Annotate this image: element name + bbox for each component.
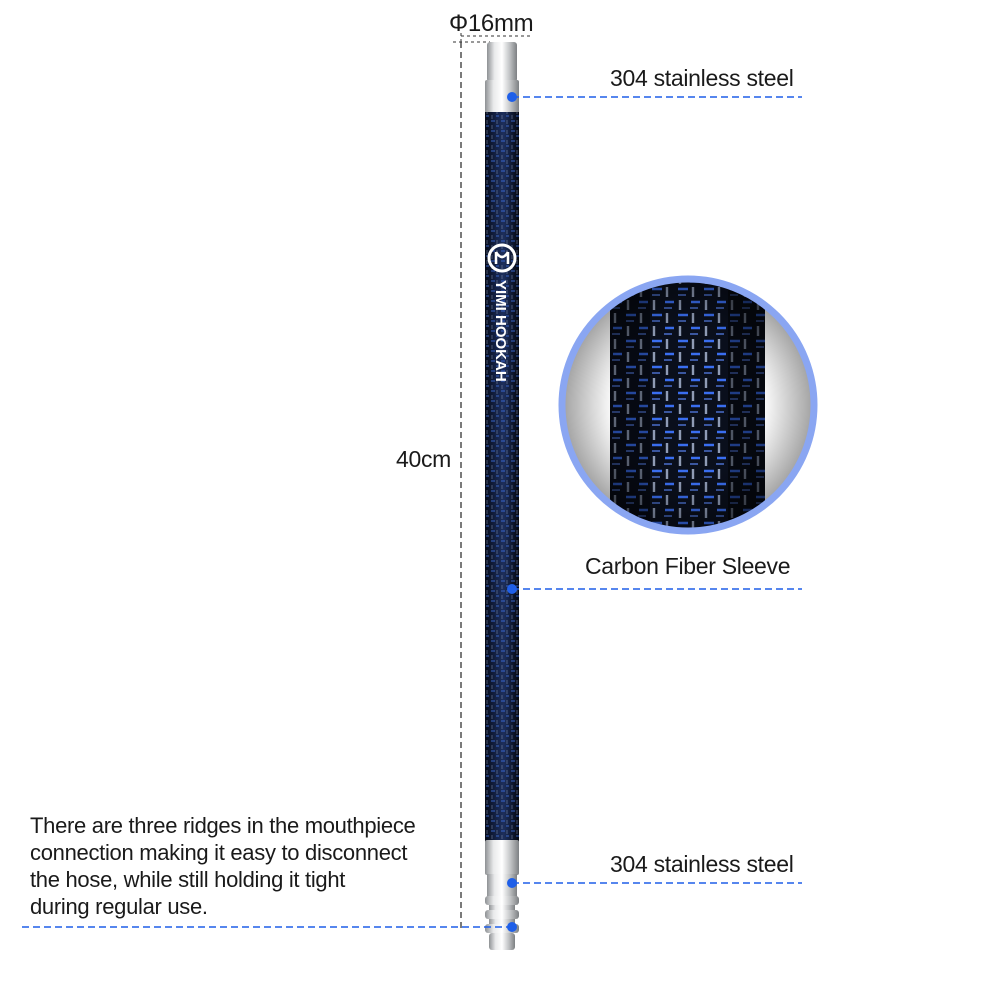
note-line: There are three ridges in the mouthpiece: [30, 813, 416, 838]
mouthpiece-note: There are three ridges in the mouthpiece…: [30, 812, 416, 920]
brand-logo-text: YIMI HOOKAH: [492, 280, 509, 382]
callout-top-steel: [507, 92, 802, 102]
mouthpiece-ridges: [485, 896, 519, 950]
note-line: the hose, while still holding it tight: [30, 867, 346, 892]
callout-bottom-steel: [507, 878, 802, 888]
bottom-steel-collar: [485, 840, 519, 875]
brand-logo: [487, 243, 517, 273]
top-steel-collar: [485, 80, 519, 114]
diameter-dimension: [460, 30, 530, 42]
sleeve-label: Carbon Fiber Sleeve: [585, 553, 791, 579]
callout-mouthpiece: [22, 922, 517, 932]
top-steel-label: 304 stainless steel: [610, 65, 794, 91]
carbon-fiber-zoom: [558, 275, 818, 535]
length-label: 40cm: [396, 446, 452, 472]
note-line: during regular use.: [30, 894, 208, 919]
top-tip: [487, 42, 517, 82]
note-line: connection making it easy to disconnect: [30, 840, 408, 865]
length-dimension-line: [453, 41, 490, 930]
diameter-label: Φ16mm: [449, 10, 534, 37]
bottom-steel-label: 304 stainless steel: [610, 851, 794, 877]
callout-sleeve: [507, 584, 802, 594]
hookah-stem: YIMI HOOKAH: [485, 42, 519, 950]
